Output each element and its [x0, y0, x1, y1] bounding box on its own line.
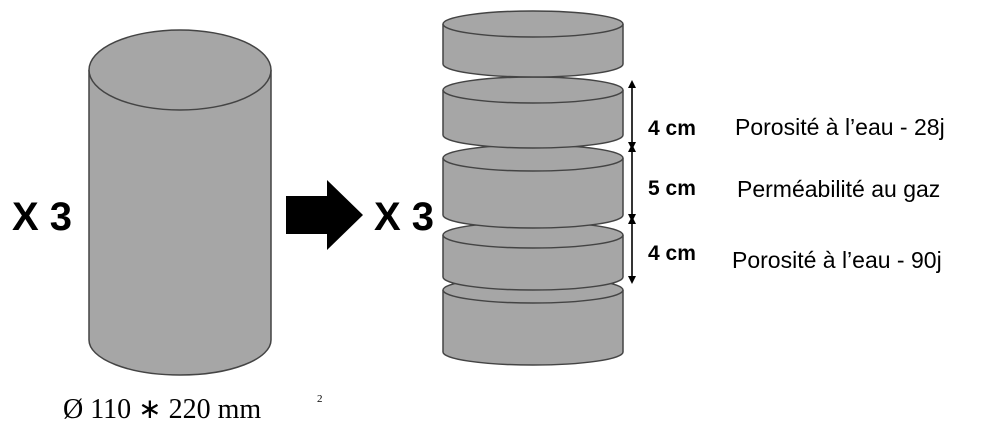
- test-label-porosity-28j: Porosité à l’eau - 28j: [735, 114, 945, 140]
- disc-porosity-90j: [442, 221, 624, 291]
- left-multiplier: X 3: [12, 195, 72, 239]
- dimension-superscript: 2: [317, 393, 323, 405]
- full-cylinder-specimen: [88, 29, 272, 376]
- thickness-label-1: 4 cm: [648, 117, 696, 140]
- dimension-text: Ø 110 ∗ 220 mm: [63, 394, 261, 425]
- thickness-label-3: 4 cm: [648, 242, 696, 265]
- dimension-label: Ø 110 ∗ 220 mm 2: [63, 393, 323, 425]
- test-label-porosity-90j: Porosité à l’eau - 90j: [732, 247, 942, 273]
- right-multiplier: X 3: [374, 195, 434, 239]
- disc-gas-permeability: [442, 144, 624, 229]
- disc-porosity-28j: [442, 76, 624, 149]
- sliced-specimen-stack: [442, 10, 624, 366]
- test-label-gas-permeability: Perméabilité au gaz: [737, 176, 940, 202]
- disc-top: [442, 10, 624, 78]
- thickness-label-2: 5 cm: [648, 177, 696, 200]
- block-arrow-right-icon: [286, 180, 363, 250]
